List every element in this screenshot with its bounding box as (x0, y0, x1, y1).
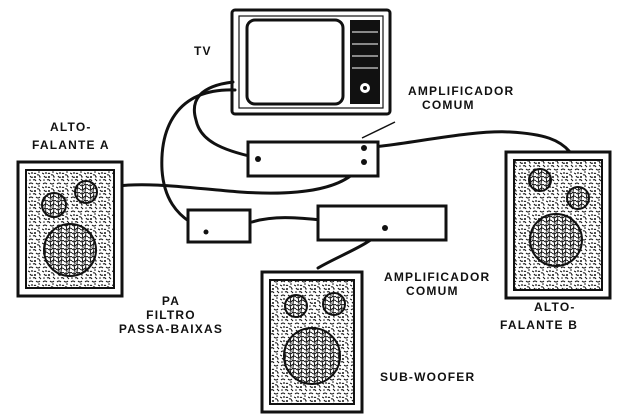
speaker-a (16, 160, 124, 298)
low-pass-filter-label: PA FILTRO PASSA-BAIXAS (106, 294, 236, 336)
amplifier-2 (316, 204, 448, 242)
low-pass-filter (186, 208, 252, 244)
speaker-a-label-line1: ALTO- (50, 120, 92, 134)
low-pass-filter-label-line1: PA (161, 294, 181, 308)
low-pass-filter-label-line2: FILTRO (146, 308, 196, 322)
speaker-b (504, 150, 612, 300)
amplifier-1-label-line1: AMPLIFICADOR (408, 84, 515, 98)
subwoofer-label: SUB-WOOFER (380, 370, 476, 384)
tv-screen (245, 18, 345, 106)
speaker-a-label-line2: FALANTE A (32, 138, 110, 152)
speaker-b-label: ALTO- FALANTE B (500, 300, 578, 332)
amplifier-2-label-line1: AMPLIFICADOR (384, 270, 491, 284)
wire-filter-to-amp2 (250, 216, 324, 224)
speaker-a-label: ALTO- FALANTE A (32, 120, 110, 152)
subwoofer (260, 270, 364, 414)
amp1-leader-line (361, 121, 396, 139)
wire-tv-to-amp1 (192, 80, 260, 160)
wire-amp1-to-speaker-b (362, 130, 572, 154)
speaker-b-label-line1: ALTO- (534, 300, 576, 314)
amplifier-2-label: AMPLIFICADOR COMUM (384, 270, 490, 298)
low-pass-filter-label-line3: PASSA-BAIXAS (118, 322, 224, 336)
amplifier-1-label-line2: COMUM (422, 98, 475, 112)
amplifier-1 (246, 140, 380, 178)
tv-label: TV (194, 44, 212, 58)
wire-tv-to-filter (160, 88, 237, 224)
speaker-b-label-line2: FALANTE B (500, 318, 579, 332)
wire-amp1-to-speaker-a (116, 158, 366, 195)
amplifier-2-label-line2: COMUM (406, 284, 459, 298)
amplifier-1-label: AMPLIFICADOR COMUM (408, 84, 514, 112)
tv-set (230, 8, 392, 116)
